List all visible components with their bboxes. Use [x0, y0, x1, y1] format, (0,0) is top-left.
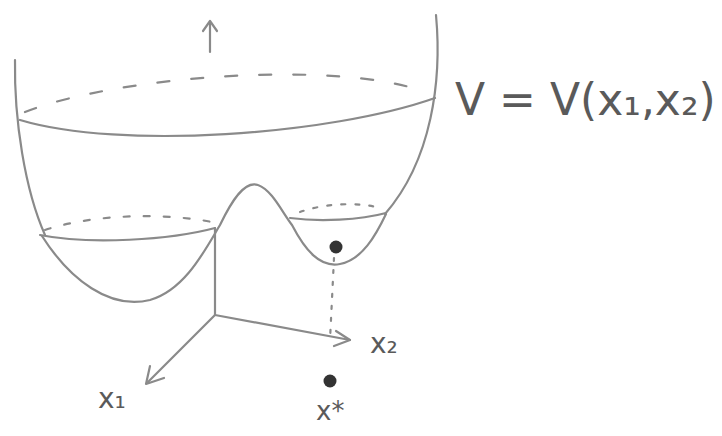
potential-formula: V = V(x₁,x₂) — [455, 78, 716, 122]
particle-dot — [330, 241, 343, 254]
x2-axis — [215, 315, 350, 340]
x2-arrow-head — [334, 331, 350, 346]
top-rim — [20, 98, 435, 136]
vertical-axis — [214, 228, 216, 315]
right-wall — [385, 15, 438, 214]
projection-line — [330, 258, 334, 340]
x1-axis — [148, 315, 215, 382]
right-well-rim — [290, 213, 386, 220]
axis-label: x₁ — [98, 385, 126, 413]
minimum-dot — [324, 375, 337, 388]
left-well-rim-back — [45, 216, 212, 230]
axis-label: x₂ — [370, 330, 398, 358]
left-well-rim — [40, 228, 215, 240]
left-wall — [15, 60, 45, 235]
x1-arrow-head — [146, 366, 164, 384]
up-arrow — [209, 22, 211, 52]
top-rim-back — [25, 75, 425, 112]
up-arrow-head — [203, 21, 217, 31]
right-well-rim-back — [300, 204, 380, 212]
point-label: x* — [316, 398, 344, 424]
